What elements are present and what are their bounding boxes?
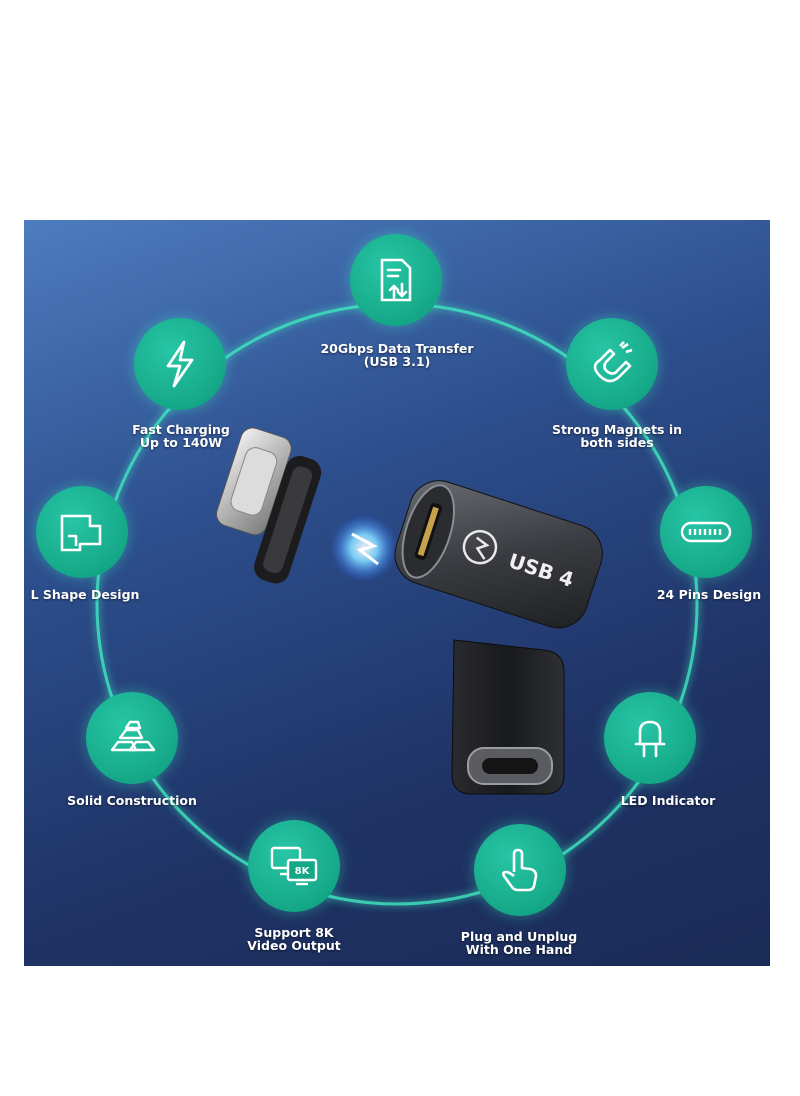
- badge-video: 8K: [248, 820, 340, 912]
- badge-plug: [474, 824, 566, 916]
- label-led: LED Indicator: [620, 793, 716, 808]
- adapter-product-image: USB 4: [215, 427, 603, 795]
- badge-fast-charging: [134, 318, 226, 410]
- badge-l-shape: [36, 486, 128, 578]
- badge-solid: [86, 692, 178, 784]
- badge-led: [604, 692, 696, 784]
- metal-bars-icon: [110, 720, 156, 752]
- label-video: Support 8K Video Output: [247, 925, 341, 953]
- label-plug: Plug and Unplug With One Hand: [460, 929, 578, 957]
- label-pins: 24 Pins Design: [656, 587, 762, 602]
- hand-tap-icon: [502, 848, 538, 892]
- label-magnets: Strong Magnets in both sides: [551, 422, 683, 450]
- feature-panel: USB 4 20Gbps Data Transfer (USB 3.1) Fas…: [24, 220, 770, 966]
- label-solid: Solid Construction: [67, 793, 197, 808]
- badge-data-transfer: [350, 234, 442, 326]
- badge-magnets: [566, 318, 658, 410]
- file-transfer-icon: [380, 258, 412, 302]
- led-icon: [634, 720, 666, 758]
- monitor-8k-icon: 8K: [270, 846, 318, 886]
- magnet-icon: [593, 341, 633, 383]
- label-l-shape: L Shape Design: [30, 587, 140, 602]
- l-shape-icon: [60, 514, 102, 552]
- badge-pins: [660, 486, 752, 578]
- pins-icon: [680, 521, 732, 543]
- 8k-badge-text: 8K: [295, 866, 311, 877]
- label-data-transfer: 20Gbps Data Transfer (USB 3.1): [320, 341, 474, 369]
- lightning-icon: [166, 340, 194, 388]
- label-fast-charging: Fast Charging Up to 140W: [132, 422, 230, 450]
